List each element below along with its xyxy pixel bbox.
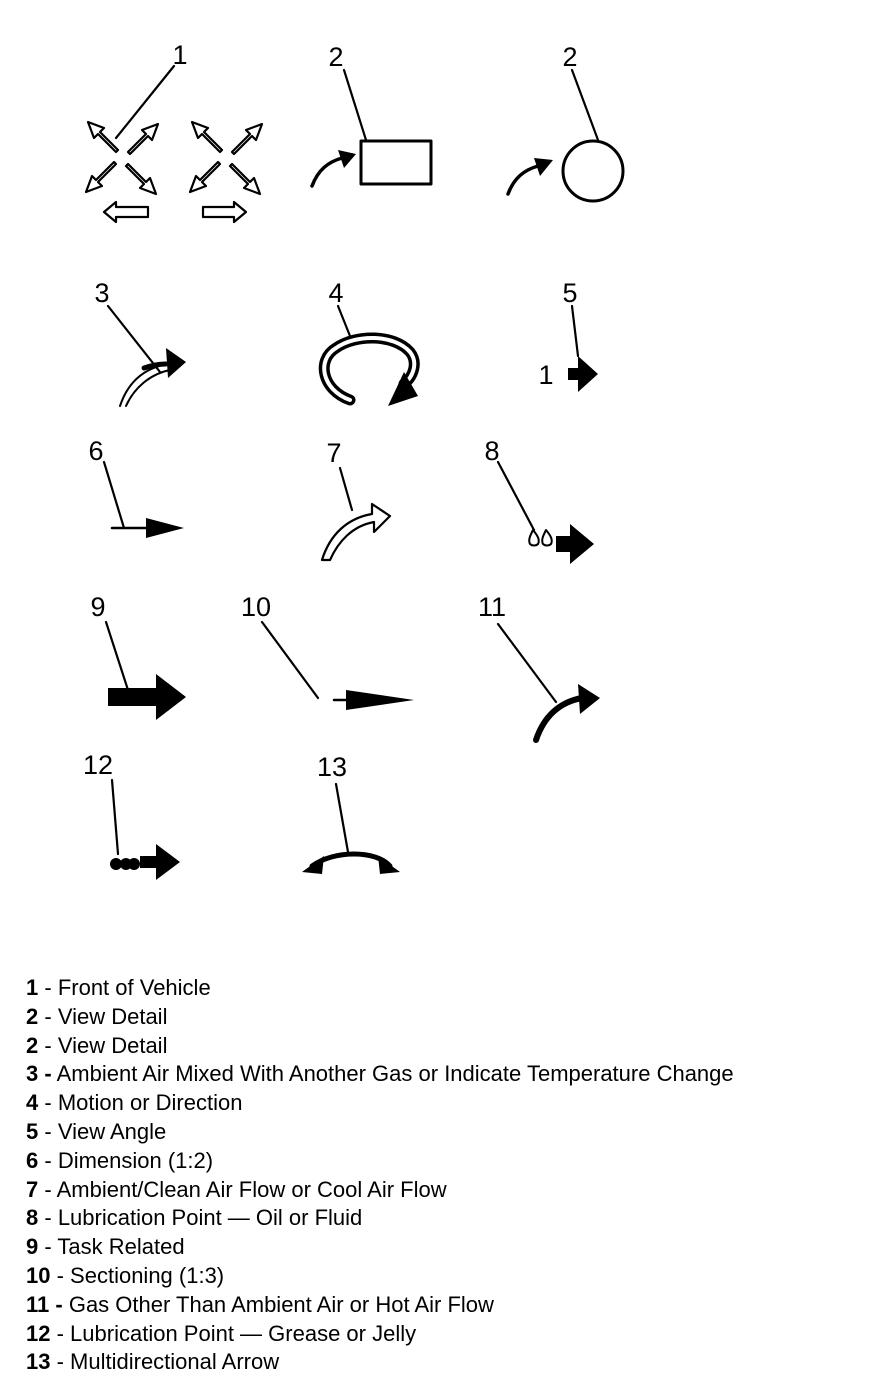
callout-6: 6 bbox=[88, 436, 103, 466]
legend-item: 4 - Motion or Direction bbox=[26, 1089, 876, 1118]
legend-item: 9 - Task Related bbox=[26, 1233, 876, 1262]
legend-item-text: Dimension (1:2) bbox=[57, 1147, 214, 1173]
view-detail-rectangle-icon bbox=[310, 68, 433, 188]
legend-item: 10 - Sectioning (1:3) bbox=[26, 1262, 876, 1291]
callout-8: 8 bbox=[484, 436, 499, 466]
view-angle-marker-label: 1 bbox=[538, 360, 553, 390]
callout-2b: 2 bbox=[562, 42, 577, 72]
legend-item: 1 - Front of Vehicle bbox=[26, 974, 876, 1003]
legend-item: 11 - Gas Other Than Ambient Air or Hot A… bbox=[26, 1291, 876, 1320]
callout-9: 9 bbox=[90, 592, 105, 622]
legend-item-text: Front of Vehicle bbox=[57, 975, 211, 1000]
callout-12: 12 bbox=[83, 750, 113, 780]
lubrication-grease-arrow-icon bbox=[110, 778, 180, 880]
legend-item-number: 13 bbox=[26, 1349, 51, 1375]
callout-10: 10 bbox=[241, 592, 271, 622]
callout-3: 3 bbox=[94, 278, 109, 308]
legend-item-number: 9 bbox=[26, 1234, 39, 1260]
legend-item-separator: - bbox=[38, 1032, 58, 1058]
clean-air-flow-arrow-icon bbox=[320, 466, 392, 562]
legend-item-separator: - bbox=[50, 1320, 71, 1346]
callout-11: 11 bbox=[478, 592, 506, 622]
legend-item: 7 - Ambient/Clean Air Flow or Cool Air F… bbox=[26, 1176, 876, 1205]
legend-item-separator: - bbox=[38, 1118, 58, 1144]
front-of-vehicle-arrows-icon bbox=[84, 64, 264, 224]
legend-item-number: 5 bbox=[26, 1118, 39, 1144]
legend-item-number: 12 bbox=[26, 1320, 51, 1346]
legend-item-text: View Angle bbox=[57, 1118, 167, 1144]
callout-1: 1 bbox=[172, 40, 187, 70]
legend-item: 2 - View Detail bbox=[26, 1003, 876, 1032]
legend-item-number: 1 bbox=[26, 975, 39, 1000]
legend-item-separator: - bbox=[38, 1176, 57, 1202]
legend-item: 12 - Lubrication Point — Grease or Jelly bbox=[26, 1320, 876, 1349]
lubrication-oil-arrow-icon bbox=[496, 460, 594, 564]
legend-item-number: 6 bbox=[26, 1147, 39, 1173]
legend-item-text: Lubrication Point — Grease or Jelly bbox=[70, 1320, 417, 1346]
view-angle-arrow-icon bbox=[568, 304, 598, 392]
legend-item-number: 8 bbox=[26, 1205, 39, 1231]
legend-item-number: 4 bbox=[26, 1090, 39, 1116]
motion-direction-circular-arrow-icon bbox=[318, 304, 420, 406]
legend-item-number: 2 bbox=[26, 1032, 39, 1058]
legend-item-separator: - bbox=[38, 975, 58, 1000]
multidirectional-arrow-icon bbox=[302, 782, 400, 874]
legend-item-separator: - bbox=[38, 1205, 58, 1231]
ambient-air-mixed-arrow-icon bbox=[106, 304, 186, 407]
symbol-diagram: 1 2 2 3 4 5 1 6 7 8 9 10 11 12 13 bbox=[83, 40, 625, 880]
legend-item-separator: - bbox=[38, 1147, 58, 1173]
callout-4: 4 bbox=[328, 278, 343, 308]
legend-item-separator: - bbox=[50, 1262, 71, 1288]
legend-item: 2 - View Detail bbox=[26, 1032, 876, 1061]
hot-air-flow-arrow-icon bbox=[496, 622, 600, 743]
legend-item-number: 10 bbox=[26, 1262, 51, 1288]
legend-item-text: Ambient Air Mixed With Another Gas or In… bbox=[56, 1061, 734, 1087]
legend-item: 8 - Lubrication Point — Oil or Fluid bbox=[26, 1204, 876, 1233]
legend-item-number: 7 bbox=[26, 1176, 39, 1202]
legend-item-text: Multidirectional Arrow bbox=[70, 1349, 280, 1375]
legend-item-text: View Detail bbox=[57, 1032, 168, 1058]
legend-item: 13 - Multidirectional Arrow bbox=[26, 1348, 876, 1377]
legend-item-text: Motion or Direction bbox=[57, 1090, 243, 1116]
legend-item-separator: - bbox=[38, 1003, 58, 1029]
callout-13: 13 bbox=[317, 752, 347, 782]
legend-item: 5 - View Angle bbox=[26, 1118, 876, 1147]
legend-item-separator: - bbox=[38, 1234, 58, 1260]
legend-item: 6 - Dimension (1:2) bbox=[26, 1147, 876, 1176]
legend-item-text: Task Related bbox=[57, 1234, 185, 1260]
legend-item-text: Sectioning (1:3) bbox=[70, 1262, 225, 1288]
callout-5: 5 bbox=[562, 278, 577, 308]
legend-item-number: 2 bbox=[26, 1003, 39, 1029]
callout-2a: 2 bbox=[328, 42, 343, 72]
legend-item-text: Gas Other Than Ambient Air or Hot Air Fl… bbox=[68, 1291, 494, 1317]
legend-item: 3 - Ambient Air Mixed With Another Gas o… bbox=[26, 1060, 876, 1089]
legend-item-separator: - bbox=[50, 1349, 71, 1375]
legend-item-number: 3 - bbox=[26, 1061, 52, 1087]
legend-item-number: 11 - bbox=[26, 1291, 63, 1317]
sectioning-arrow-icon bbox=[260, 620, 414, 710]
legend-item-text: Lubrication Point — Oil or Fluid bbox=[57, 1205, 363, 1231]
dimension-arrow-icon bbox=[102, 460, 184, 538]
view-detail-circle-icon bbox=[506, 68, 625, 203]
callout-7: 7 bbox=[326, 438, 341, 468]
legend-item-text: Ambient/Clean Air Flow or Cool Air Flow bbox=[56, 1176, 447, 1202]
task-related-arrow-icon bbox=[104, 620, 186, 720]
legend-item-text: View Detail bbox=[57, 1003, 168, 1029]
legend-item-separator: - bbox=[38, 1090, 58, 1116]
